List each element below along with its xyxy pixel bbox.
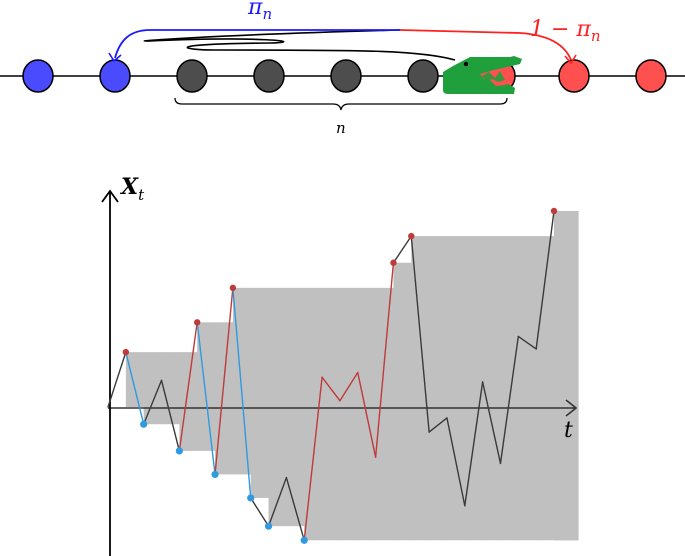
path-segment bbox=[446, 417, 466, 507]
range-band bbox=[446, 236, 466, 541]
path-segment bbox=[321, 376, 341, 402]
wandering-path bbox=[143, 29, 456, 61]
path-segment bbox=[517, 335, 537, 350]
right-arrowhead-icon bbox=[564, 54, 577, 65]
path-segment bbox=[178, 321, 198, 452]
path-segment bbox=[374, 262, 395, 458]
range-band bbox=[554, 211, 578, 541]
path-segment bbox=[392, 235, 412, 264]
y-axis-label: Xt bbox=[119, 174, 145, 204]
path-segment bbox=[499, 335, 520, 465]
node-right bbox=[635, 59, 667, 93]
range-band bbox=[179, 352, 198, 451]
range-band bbox=[393, 262, 412, 541]
node-left bbox=[22, 59, 54, 93]
record-max-point bbox=[229, 284, 237, 292]
record-min-point bbox=[175, 447, 183, 455]
range-band bbox=[411, 236, 430, 541]
left-jump-arrow bbox=[114, 29, 400, 59]
record-max-point bbox=[390, 259, 397, 266]
path-segment bbox=[250, 497, 270, 527]
range-band bbox=[304, 287, 323, 541]
path-segment bbox=[428, 417, 448, 433]
range-band bbox=[143, 352, 163, 425]
range-band bbox=[286, 287, 305, 527]
path-segment bbox=[267, 476, 288, 527]
record-min-point bbox=[300, 536, 308, 544]
path-segment bbox=[339, 371, 359, 402]
node-middle bbox=[330, 59, 362, 93]
range-band bbox=[339, 287, 359, 541]
range-band bbox=[268, 287, 287, 527]
x-axis-label: t bbox=[564, 418, 573, 443]
node-right bbox=[558, 59, 590, 93]
path-segment bbox=[464, 381, 484, 507]
range-band bbox=[429, 236, 448, 541]
path-segment bbox=[125, 351, 145, 425]
path-segment bbox=[214, 287, 234, 476]
brace-label: n bbox=[336, 119, 346, 137]
right-probability-label: 1 − πn bbox=[530, 17, 601, 45]
left-probability-label: πn bbox=[247, 0, 272, 23]
record-min-point bbox=[211, 470, 219, 479]
range-band bbox=[375, 287, 395, 541]
path-segment bbox=[410, 235, 430, 433]
record-min-point bbox=[140, 420, 148, 428]
range-band bbox=[250, 287, 270, 498]
range-band bbox=[482, 236, 502, 541]
top-diagram: πn 1 − πn n bbox=[0, 0, 685, 137]
record-min-point bbox=[247, 494, 255, 502]
left-arrowhead-icon bbox=[108, 52, 122, 63]
range-band bbox=[464, 236, 484, 541]
path-segment bbox=[535, 210, 555, 350]
range-band bbox=[125, 352, 145, 407]
path-segment bbox=[232, 287, 252, 499]
path-segment bbox=[303, 376, 323, 541]
record-min-point bbox=[264, 522, 273, 530]
path-segment bbox=[357, 371, 377, 458]
right-jump-arrow bbox=[399, 29, 572, 61]
range-band bbox=[500, 236, 519, 541]
node-middle bbox=[253, 59, 285, 93]
node-middle bbox=[176, 59, 208, 93]
brace-icon bbox=[174, 97, 508, 111]
range-band bbox=[161, 352, 180, 425]
range-band bbox=[322, 287, 341, 541]
record-max-point bbox=[194, 319, 201, 326]
record-max-point bbox=[550, 207, 558, 215]
x-axis-arrowhead-icon bbox=[565, 399, 578, 417]
record-max-point bbox=[122, 348, 130, 356]
crocodile-icon bbox=[443, 56, 522, 94]
path-segment bbox=[142, 379, 163, 425]
y-axis-arrowhead-icon bbox=[101, 189, 119, 203]
node-middle bbox=[407, 59, 439, 93]
path-segment bbox=[285, 476, 305, 541]
range-band bbox=[518, 236, 537, 541]
path-segment bbox=[196, 321, 216, 476]
record-max-point bbox=[408, 232, 415, 240]
path-segment bbox=[107, 351, 127, 408]
range-band bbox=[197, 322, 216, 451]
path-segment bbox=[481, 381, 502, 465]
path-segment bbox=[160, 379, 181, 452]
range-band bbox=[215, 322, 234, 475]
